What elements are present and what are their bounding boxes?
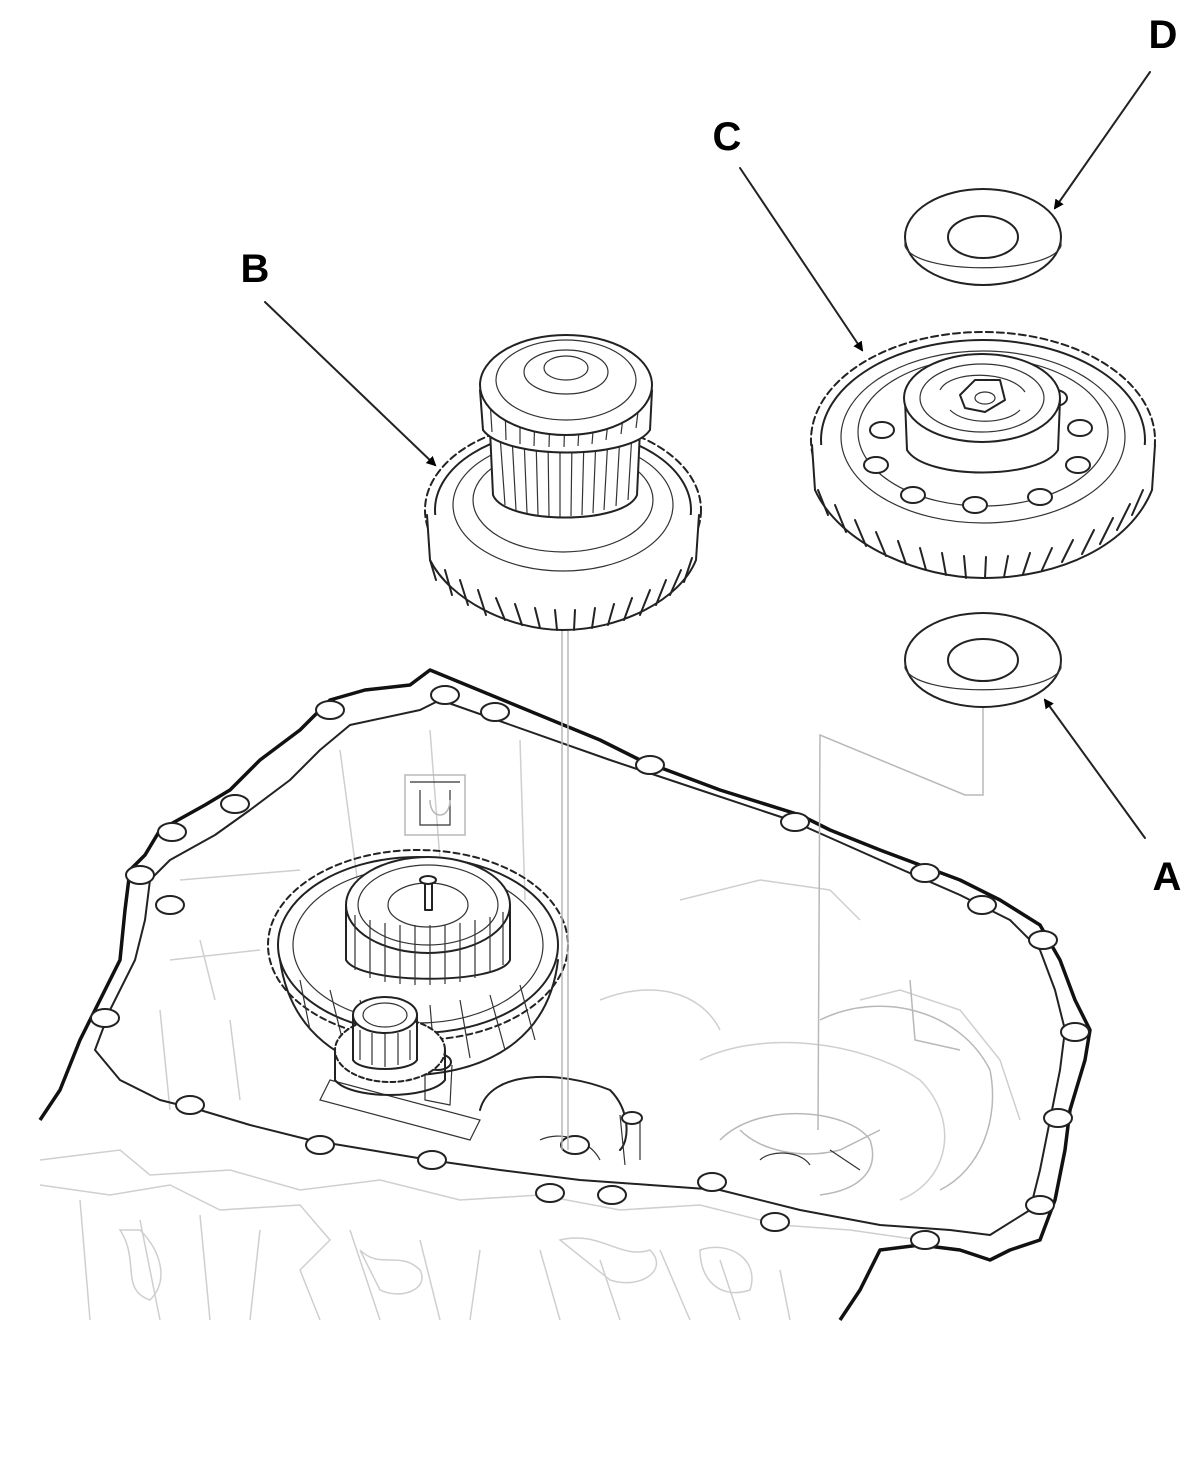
ring-gear-bolts xyxy=(863,389,1093,514)
callout-leaders xyxy=(264,71,1151,839)
flange-bolt-holes xyxy=(90,685,1090,1250)
part-c-differential-gear xyxy=(810,331,1156,579)
leader-line-b xyxy=(264,301,437,467)
case-secondary-gear xyxy=(267,849,569,1076)
part-a-thrust-shim xyxy=(904,612,1062,708)
case-internal-features xyxy=(319,774,994,1196)
leader-line-c xyxy=(739,167,864,352)
callout-label-d: D xyxy=(1149,13,1178,57)
case-stub-gear xyxy=(334,996,446,1096)
assembly-center-lines xyxy=(561,630,984,1150)
callout-label-b: B xyxy=(241,247,270,291)
callout-label-c: C xyxy=(713,115,742,159)
case-lower-casting xyxy=(39,729,1021,1321)
part-d-thrust-shim xyxy=(904,188,1062,286)
leader-line-d xyxy=(1053,71,1151,210)
part-b-countershaft-gear xyxy=(424,334,702,631)
transmission-case xyxy=(38,668,1092,1321)
case-flange-outline xyxy=(38,668,1092,1321)
leader-line-a xyxy=(1043,698,1146,839)
callout-label-a: A xyxy=(1153,855,1182,899)
